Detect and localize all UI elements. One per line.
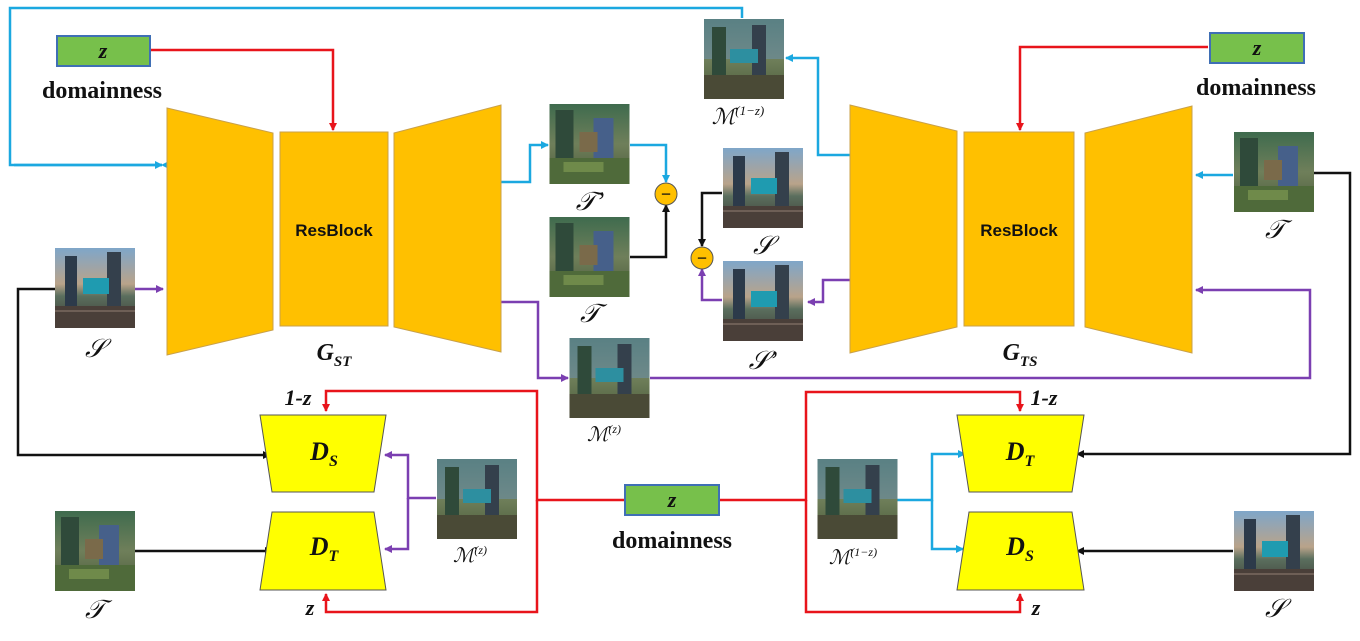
red-center-to-left-bottom	[322, 500, 539, 614]
z-label-left: z	[98, 38, 108, 63]
red-center-to-right	[719, 390, 1024, 502]
label-t-prime: 𝒯’	[576, 187, 605, 216]
gts-encoder	[849, 104, 958, 354]
label-t-right: 𝒯	[1265, 215, 1293, 244]
z-label-center: z	[667, 487, 677, 512]
dt-left-shape	[259, 511, 387, 591]
purple-mz-to-ds-left	[384, 451, 436, 500]
z-box-right	[1209, 32, 1305, 64]
ds-left-name: DS	[309, 437, 338, 470]
label-m1z-top: ℳ(1−z)	[712, 103, 765, 129]
red-z-to-resblock-left	[150, 48, 337, 131]
black-s-to-minus	[698, 191, 722, 247]
label-t-mid: 𝒯	[580, 299, 608, 328]
generator-ts: ResBlock GTS	[849, 104, 1193, 370]
discriminator-left-top: DS 1-z	[259, 385, 387, 493]
gst-name: GST	[317, 340, 353, 370]
z-label-right: z	[1252, 35, 1262, 60]
ds-right-name: DS	[1005, 532, 1034, 565]
ds-left-shape	[259, 414, 387, 493]
domainness-label-right: domainness	[1196, 75, 1316, 101]
minus-sign-right: −	[697, 248, 707, 268]
minus-circle-right	[690, 246, 714, 270]
dt-left-name: DT	[309, 532, 340, 565]
discriminator-left-bottom: DT z	[259, 511, 387, 620]
red-z-to-resblock-right	[1016, 45, 1208, 131]
domainness-label-left: domainness	[42, 78, 162, 104]
ds-right-shape	[956, 511, 1085, 591]
image-t-bottom-left: 𝒯	[55, 511, 135, 624]
blue-gts-to-m1z	[785, 54, 850, 157]
label-m1z-low: ℳ(1−z)	[829, 545, 877, 569]
z-box-center	[624, 484, 720, 516]
image-s-mid: 𝒮	[723, 148, 803, 260]
purple-gst-to-mz	[501, 300, 569, 382]
minus-sign-left: −	[661, 184, 671, 204]
purple-mz-into-gts	[650, 286, 1312, 380]
label-s-mid: 𝒮	[753, 231, 780, 260]
red-center-to-right-bottom	[804, 500, 1024, 614]
purple-mz-to-dt-left	[384, 498, 410, 553]
gst-encoder	[166, 107, 274, 356]
label-mz-low: ℳ(z)	[453, 543, 487, 567]
image-mz-low: ℳ(z)	[437, 459, 517, 567]
minus-node-right: −	[690, 246, 714, 270]
dt-right-shape	[956, 414, 1085, 493]
blue-tprime-to-minus	[630, 143, 670, 183]
image-mz-mid: ℳ(z)	[569, 338, 650, 446]
gts-name: GTS	[1003, 340, 1038, 370]
dt-right-name: DT	[1005, 437, 1036, 470]
image-m1z-top: ℳ(1−z)	[704, 19, 784, 129]
label-mz-mid: ℳ(z)	[587, 422, 621, 446]
image-s-prime: 𝒮’	[723, 261, 803, 375]
image-t-mid: 𝒯	[549, 217, 630, 328]
minus-node-left: −	[654, 182, 678, 206]
image-s-bottom-right: 𝒮	[1234, 511, 1314, 623]
gts-resblock	[963, 131, 1075, 327]
ds-right-target: z	[1031, 595, 1041, 620]
label-s-left: 𝒮	[85, 334, 112, 363]
black-t-to-dt-right	[1076, 171, 1352, 458]
dt-right-target: 1-z	[1031, 385, 1058, 410]
image-s-left: 𝒮	[55, 248, 135, 363]
discriminator-right-top: DT 1-z	[956, 385, 1085, 493]
dt-left-target: z	[305, 595, 315, 620]
purple-gts-to-sprime	[807, 278, 850, 306]
domainness-left: z domainness	[42, 35, 162, 104]
z-box-left	[56, 35, 151, 67]
ds-left-target: 1-z	[285, 385, 312, 410]
red-center-to-left	[322, 389, 625, 502]
purple-sprime-to-minus	[698, 268, 722, 302]
label-s-prime: 𝒮’	[749, 346, 778, 375]
gst-decoder	[393, 104, 502, 353]
discriminator-right-bottom: DS z	[956, 511, 1085, 620]
image-t-prime: 𝒯’	[549, 104, 630, 216]
label-s-bottom-right: 𝒮	[1265, 594, 1292, 623]
minus-circle-left	[654, 182, 678, 206]
image-m1z-low: ℳ(1−z)	[817, 459, 898, 569]
gts-decoder	[1084, 105, 1193, 354]
domainness-right: z domainness	[1196, 32, 1316, 101]
label-t-bottom-left: 𝒯	[85, 595, 113, 624]
domainness-label-center: domainness	[612, 528, 732, 554]
black-s-to-ds-left	[16, 287, 271, 459]
blue-m1z-to-ds-right	[930, 500, 964, 553]
generator-st: ResBlock GST	[166, 104, 502, 370]
image-t-right: 𝒯	[1234, 132, 1314, 244]
blue-m1z-to-dt-right	[897, 450, 966, 502]
blue-gst-to-tprime	[501, 141, 549, 184]
gts-resblock-label: ResBlock	[980, 221, 1058, 240]
black-t-to-minus	[630, 204, 670, 259]
gst-resblock	[279, 131, 389, 327]
domainness-center: z domainness	[612, 484, 732, 554]
gst-resblock-label: ResBlock	[295, 221, 373, 240]
